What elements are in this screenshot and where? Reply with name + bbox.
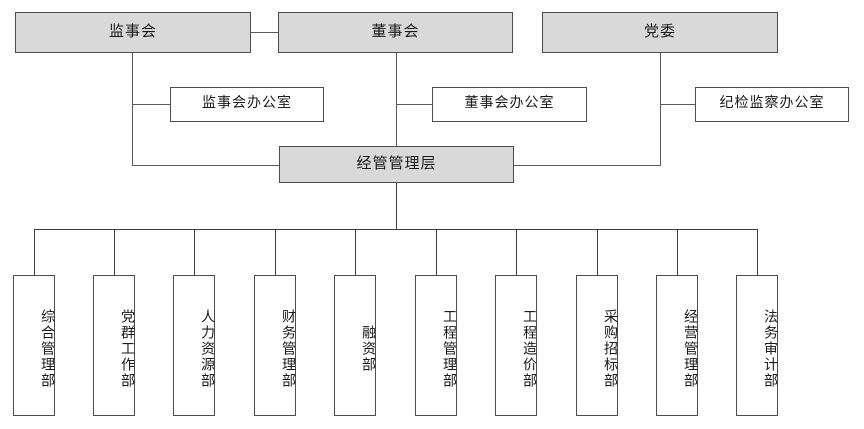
node-department-engineering-management[interactable]: 工程管理部 — [415, 275, 457, 416]
connector-drop-6 — [436, 229, 437, 275]
node-department-financial-management[interactable]: 财务管理部 — [254, 275, 296, 416]
node-department-general-management[interactable]: 综合管理部 — [13, 275, 55, 416]
connector-supervisory-to-board — [251, 32, 278, 33]
node-department-party-mass-work[interactable]: 党群工作部 — [93, 275, 135, 416]
connector-drop-9 — [677, 229, 678, 275]
connector-party-to-office — [660, 104, 695, 105]
node-board-of-directors-office[interactable]: 董事会办公室 — [432, 87, 587, 122]
connector-drop-8 — [597, 229, 598, 275]
node-department-financing[interactable]: 融资部 — [334, 275, 376, 416]
connector-drop-1 — [34, 229, 35, 275]
connector-party-to-management — [513, 165, 661, 166]
connector-supervisory-to-management — [132, 165, 279, 166]
connector-drop-7 — [516, 229, 517, 275]
connector-drop-10 — [757, 229, 758, 275]
node-party-committee[interactable]: 党委 — [542, 12, 778, 53]
node-department-legal-audit[interactable]: 法务审计部 — [736, 275, 778, 416]
connector-department-bus — [34, 229, 758, 230]
node-department-engineering-cost[interactable]: 工程造价部 — [495, 275, 537, 416]
connector-party-stem — [660, 53, 661, 166]
node-department-procurement-bidding[interactable]: 采购招标部 — [576, 275, 618, 416]
connector-drop-3 — [194, 229, 195, 275]
connector-management-stem — [396, 183, 397, 230]
node-supervisory-board[interactable]: 监事会 — [15, 12, 251, 53]
connector-supervisory-stem — [132, 53, 133, 166]
node-department-human-resources[interactable]: 人力资源部 — [173, 275, 215, 416]
node-discipline-inspection-office[interactable]: 纪检监察办公室 — [695, 87, 849, 122]
connector-drop-5 — [355, 229, 356, 275]
node-supervisory-board-office[interactable]: 监事会办公室 — [170, 87, 324, 122]
connector-supervisory-to-office — [132, 104, 170, 105]
connector-drop-4 — [275, 229, 276, 275]
connector-drop-2 — [114, 229, 115, 275]
node-department-business-management[interactable]: 经营管理部 — [656, 275, 698, 416]
connector-board-stem — [396, 53, 397, 146]
node-management-layer[interactable]: 经管管理层 — [279, 146, 514, 183]
connector-board-to-office — [396, 104, 432, 105]
node-board-of-directors[interactable]: 董事会 — [278, 12, 513, 53]
